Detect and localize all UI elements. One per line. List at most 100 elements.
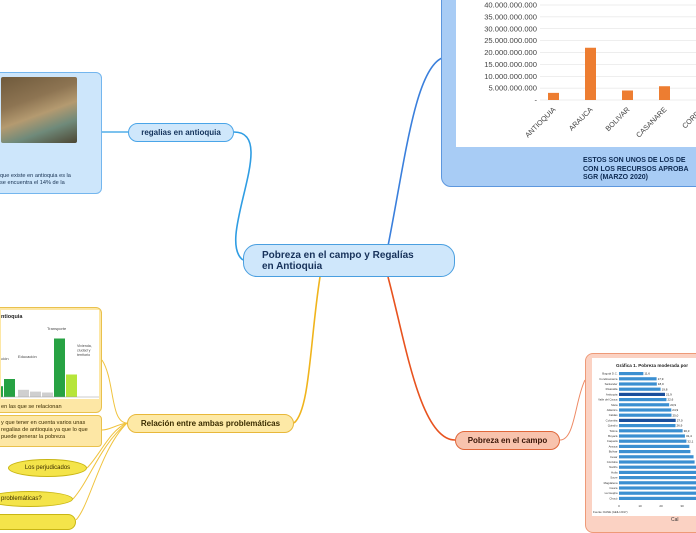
photo-caption-line1: que existe en antioquia es la	[0, 173, 96, 180]
branch-regalias[interactable]: regalias en antioquia	[128, 123, 234, 142]
subnode-third[interactable]	[0, 514, 76, 530]
category-label: Cesar	[610, 455, 618, 459]
category-label: Chocó	[609, 496, 618, 500]
category-label: Córdoba	[607, 460, 618, 464]
category-label: Colombia	[606, 418, 618, 422]
category-label: Huila	[611, 470, 618, 474]
pobreza-chart-title: Gráfica 1. Pobreza moderada por	[616, 363, 688, 368]
category-label: Cundinamarca	[599, 377, 618, 381]
relacion-note-card[interactable]: y que tener en cuenta varios unas regali…	[0, 415, 102, 447]
mining-photo	[1, 77, 77, 143]
bar	[619, 486, 696, 489]
y-tick-label: 15.000.000.000	[484, 60, 537, 69]
x-tick-label: 10	[638, 504, 642, 508]
x-tick-label: CORDO	[680, 105, 696, 131]
bar	[619, 466, 696, 469]
category-label: Atlántico	[607, 408, 618, 412]
central-topic-line1: Pobreza en el campo y Regalías	[262, 250, 454, 261]
bar	[619, 497, 696, 500]
bar	[66, 375, 77, 398]
regalias-chart-card[interactable]: - 5.000.000.000 10.000.000.000 15.000.000.0…	[441, 0, 696, 187]
y-tick-label: 10.000.000.000	[484, 72, 537, 81]
bar	[622, 91, 633, 101]
bar	[619, 450, 690, 453]
bar-label-part: Vivienda,	[77, 344, 92, 348]
bar	[619, 424, 675, 427]
central-topic-line2: en Antioquia	[262, 261, 454, 272]
connector-top-right	[388, 58, 442, 246]
bar	[619, 455, 694, 458]
subnode-perjudicados[interactable]: Los perjudicados	[8, 459, 87, 477]
category-label: Cauca	[609, 486, 618, 490]
x-tick-label: 0	[618, 504, 620, 508]
value-label: 25,0	[673, 413, 679, 417]
value-label: 27,0	[677, 419, 683, 423]
bar	[619, 393, 665, 396]
bar	[548, 93, 559, 100]
category-label: Caldas	[609, 413, 618, 417]
bar	[4, 379, 15, 397]
connector-relacion	[294, 277, 320, 423]
bar	[18, 390, 29, 397]
value-label: 17,9	[658, 377, 664, 381]
value-label: 30,3	[684, 429, 690, 433]
y-tick-label: 30.000.000.000	[484, 24, 537, 33]
category-label: Caquetá	[607, 439, 618, 443]
bar-label: ación	[1, 356, 9, 361]
y-tick-label: 35.000.000.000	[484, 12, 537, 21]
branch-relacion[interactable]: Relación entre ambas problemáticas	[127, 414, 294, 433]
connector-regalias	[234, 132, 251, 260]
regalias-photo-card[interactable]: que existe en antioquia es la se encuent…	[0, 72, 102, 194]
regalias-chart-caption: ESTOS SON UNOS DE LOS DE CON LOS RECURSO…	[583, 157, 696, 183]
subnode-problematicas-label: problemáticas?	[1, 492, 42, 507]
bar-label: Educación	[18, 354, 37, 359]
bar-label: Transporte	[47, 326, 67, 331]
y-tick-label: -	[534, 96, 537, 105]
connector-pobreza	[388, 277, 455, 440]
category-label: Arauca	[609, 444, 618, 448]
bar	[619, 481, 696, 484]
category-label: Antioquia	[606, 392, 618, 396]
pobreza-chart-caption: Cal	[671, 517, 679, 523]
relacion-bar-chart: ntioquia ación Educación TransporteVivienda…	[1, 310, 99, 399]
category-label: Meta	[611, 403, 618, 407]
photo-caption: que existe en antioquia es la se encuent…	[0, 173, 96, 187]
central-topic[interactable]: Pobreza en el campo y Regalías en Antioq…	[243, 244, 455, 277]
bar-label-part: territorio	[77, 353, 90, 357]
relacion-chart-caption: en las que se relacionan	[1, 404, 62, 410]
bar	[42, 393, 53, 398]
pobreza-chart-source: Fuente: DANE (GEIH 2017)	[593, 510, 628, 514]
category-label: La Guajira	[605, 491, 618, 495]
bar	[619, 460, 695, 463]
bar	[619, 471, 696, 474]
value-label: 24,9	[672, 408, 678, 412]
value-label: 21,9	[666, 393, 672, 397]
bar	[619, 476, 696, 479]
relacion-chart-title: ntioquia	[1, 314, 23, 320]
bar	[619, 408, 671, 411]
category-label: Risaralda	[606, 387, 618, 391]
y-tick-label: 25.000.000.000	[484, 36, 537, 45]
bar	[619, 434, 685, 437]
value-label: 18,0	[658, 382, 664, 386]
bar-label: Vivienda,ciudad yterritorio	[77, 344, 92, 357]
x-tick-label: BOLIVAR	[603, 105, 631, 133]
regalias-caption-line1: ESTOS SON UNOS DE LOS DE	[583, 157, 696, 166]
y-tick-label: 5.000.000.000	[488, 84, 537, 93]
value-label: 19,8	[662, 387, 668, 391]
value-label: 22,6	[667, 398, 673, 402]
category-label: Quindío	[608, 424, 618, 428]
x-tick-label: ARAUCA	[567, 105, 595, 133]
bar	[619, 414, 672, 417]
category-label: Sucre	[610, 476, 618, 480]
relacion-chart-card[interactable]: ntioquia ación Educación TransporteVivienda…	[0, 307, 102, 413]
bar	[619, 388, 661, 391]
regalias-caption-line3: SGR (MARZO 2020)	[583, 174, 696, 183]
branch-pobreza[interactable]: Pobreza en el campo	[455, 431, 560, 450]
y-tick-label: 20.000.000.000	[484, 48, 537, 57]
bar	[619, 377, 657, 380]
category-label: Bolívar	[609, 450, 618, 454]
regalias-caption-line2: CON LOS RECURSOS APROBA	[583, 166, 696, 175]
